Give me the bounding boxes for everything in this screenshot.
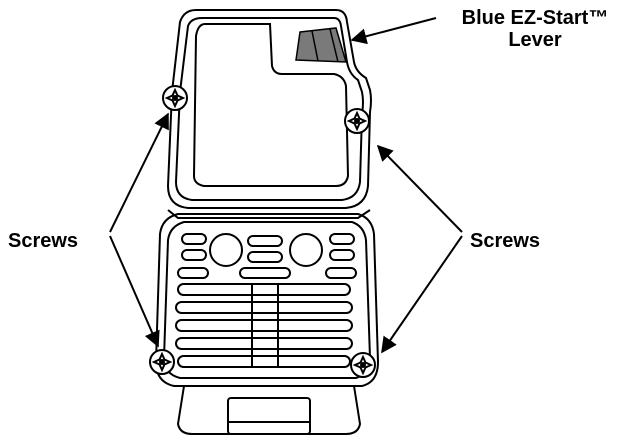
screw-bottom-left [149, 349, 175, 375]
ez-start-lever [295, 27, 348, 63]
lever-label-line1: Blue EZ-Start™ [461, 7, 609, 29]
screw-top-right [344, 108, 370, 134]
arrow-screw-bottom-left [109, 235, 160, 348]
bottom-clip [176, 385, 362, 435]
screws-label-left: Screws [8, 230, 79, 252]
lower-body [154, 213, 380, 387]
arrow-lever [350, 17, 437, 45]
hinge [167, 209, 371, 219]
arrow-screw-bottom-right [381, 235, 463, 354]
screw-top-left [162, 85, 188, 111]
screws-label-right: Screws [470, 230, 541, 252]
upper-cover [166, 9, 372, 209]
screw-bottom-right [350, 352, 376, 378]
lever-label-line2: Lever [508, 29, 562, 51]
arrow-screw-top-right [376, 144, 463, 233]
lever-label: Blue EZ-Start™ Lever [440, 7, 628, 51]
arrow-screw-top-left [109, 112, 169, 233]
grille [175, 233, 357, 368]
leader-arrows [109, 17, 463, 354]
